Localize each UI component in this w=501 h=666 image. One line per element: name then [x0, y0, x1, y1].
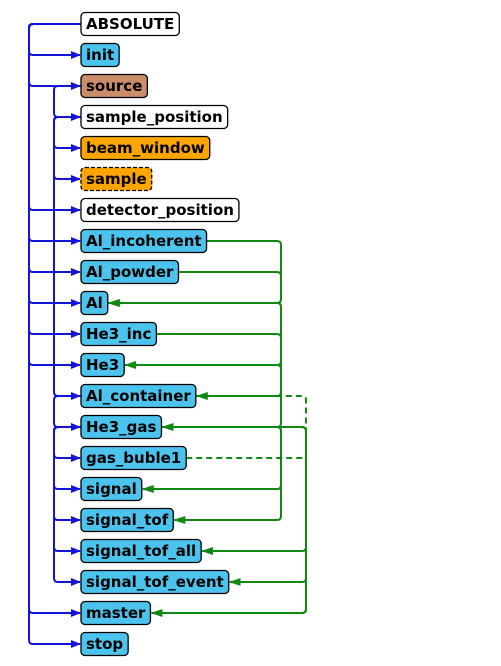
- component-node-sample-position: sample_position: [80, 104, 229, 130]
- component-node-he3-gas: He3_gas: [80, 414, 163, 440]
- component-label: He3: [86, 356, 119, 374]
- component-node-al-powder: Al_powder: [80, 259, 180, 285]
- component-label: Al: [86, 294, 103, 312]
- component-label: Al_container: [86, 387, 191, 405]
- component-label: sample: [86, 170, 147, 188]
- target-link-11: [151, 457, 307, 614]
- target-link-7: [161, 426, 282, 524]
- component-node-source: source: [80, 73, 149, 99]
- component-label: He3_inc: [86, 325, 151, 343]
- component-box: [80, 476, 143, 502]
- relative-link-2: [53, 85, 81, 121]
- component-label: Al_incoherent: [86, 232, 202, 250]
- component-box: [80, 42, 120, 68]
- relative-link-15: [53, 426, 81, 524]
- component-label: signal_tof: [86, 511, 169, 529]
- component-box: [80, 321, 158, 347]
- component-label: detector_position: [86, 201, 234, 219]
- component-label: He3_gas: [86, 418, 157, 436]
- component-box: [80, 414, 163, 440]
- component-box: [80, 600, 152, 626]
- component-node-detector-position: detector_position: [80, 197, 240, 223]
- relative-link-19: [28, 23, 81, 648]
- component-box: [80, 445, 187, 471]
- component-node-gas-buble1: gas_buble1: [80, 445, 187, 471]
- component-box: [80, 135, 211, 161]
- component-label: gas_buble1: [86, 449, 181, 467]
- component-node-master: master: [80, 600, 152, 626]
- component-box: [80, 352, 125, 378]
- component-box: [80, 259, 180, 285]
- component-node-al-incoherent: Al_incoherent: [80, 228, 208, 254]
- component-label: source: [86, 77, 142, 95]
- component-node-signal-tof-all: signal_tof_all: [80, 538, 202, 564]
- component-label: init: [86, 46, 114, 64]
- component-node-he3-inc: He3_inc: [80, 321, 158, 347]
- component-node-al-container: Al_container: [80, 383, 197, 409]
- component-box: [80, 631, 129, 657]
- component-node-signal-tof-event: signal_tof_event: [80, 569, 230, 595]
- target-link-2: [107, 302, 282, 400]
- component-node-stop: stop: [80, 631, 129, 657]
- component-node-signal-tof: signal_tof: [80, 507, 174, 533]
- component-node-init: init: [80, 42, 120, 68]
- component-label: stop: [86, 635, 123, 653]
- component-box: [80, 569, 230, 595]
- component-box: [80, 73, 149, 99]
- relative-link-11: [53, 116, 81, 400]
- component-node-absolute: ABSOLUTE: [80, 11, 180, 37]
- component-box: [80, 538, 202, 564]
- component-box: [80, 104, 229, 130]
- relative-link-17: [53, 426, 81, 586]
- target-links: [107, 240, 307, 617]
- component-node-al: Al: [80, 290, 109, 316]
- relative-link-13: [53, 426, 81, 462]
- component-label: signal: [86, 480, 137, 498]
- component-box: [80, 197, 240, 223]
- component-label: ABSOLUTE: [86, 15, 174, 33]
- component-node-he3: He3: [80, 352, 125, 378]
- component-box: [80, 507, 174, 533]
- component-node-signal: signal: [80, 476, 143, 502]
- relative-links: [28, 23, 81, 648]
- component-box: [80, 383, 197, 409]
- component-label: signal_tof_all: [86, 542, 196, 560]
- component-box: [80, 11, 180, 37]
- component-label: master: [86, 604, 146, 622]
- component-label: Al_powder: [86, 263, 174, 281]
- component-node-sample: sample: [80, 166, 153, 192]
- component-box: [80, 228, 208, 254]
- relative-link-12: [53, 395, 81, 431]
- component-label: signal_tof_event: [86, 573, 224, 591]
- relative-link-0: [28, 23, 81, 59]
- component-box: [80, 290, 109, 316]
- component-box: [80, 166, 153, 192]
- component-node-beam-window: beam_window: [80, 135, 211, 161]
- component-nodes: ABSOLUTE init source sample_position beam_wi…: [80, 11, 240, 657]
- relative-link-3: [53, 116, 81, 152]
- component-label: sample_position: [86, 108, 223, 126]
- component-label: beam_window: [86, 139, 205, 157]
